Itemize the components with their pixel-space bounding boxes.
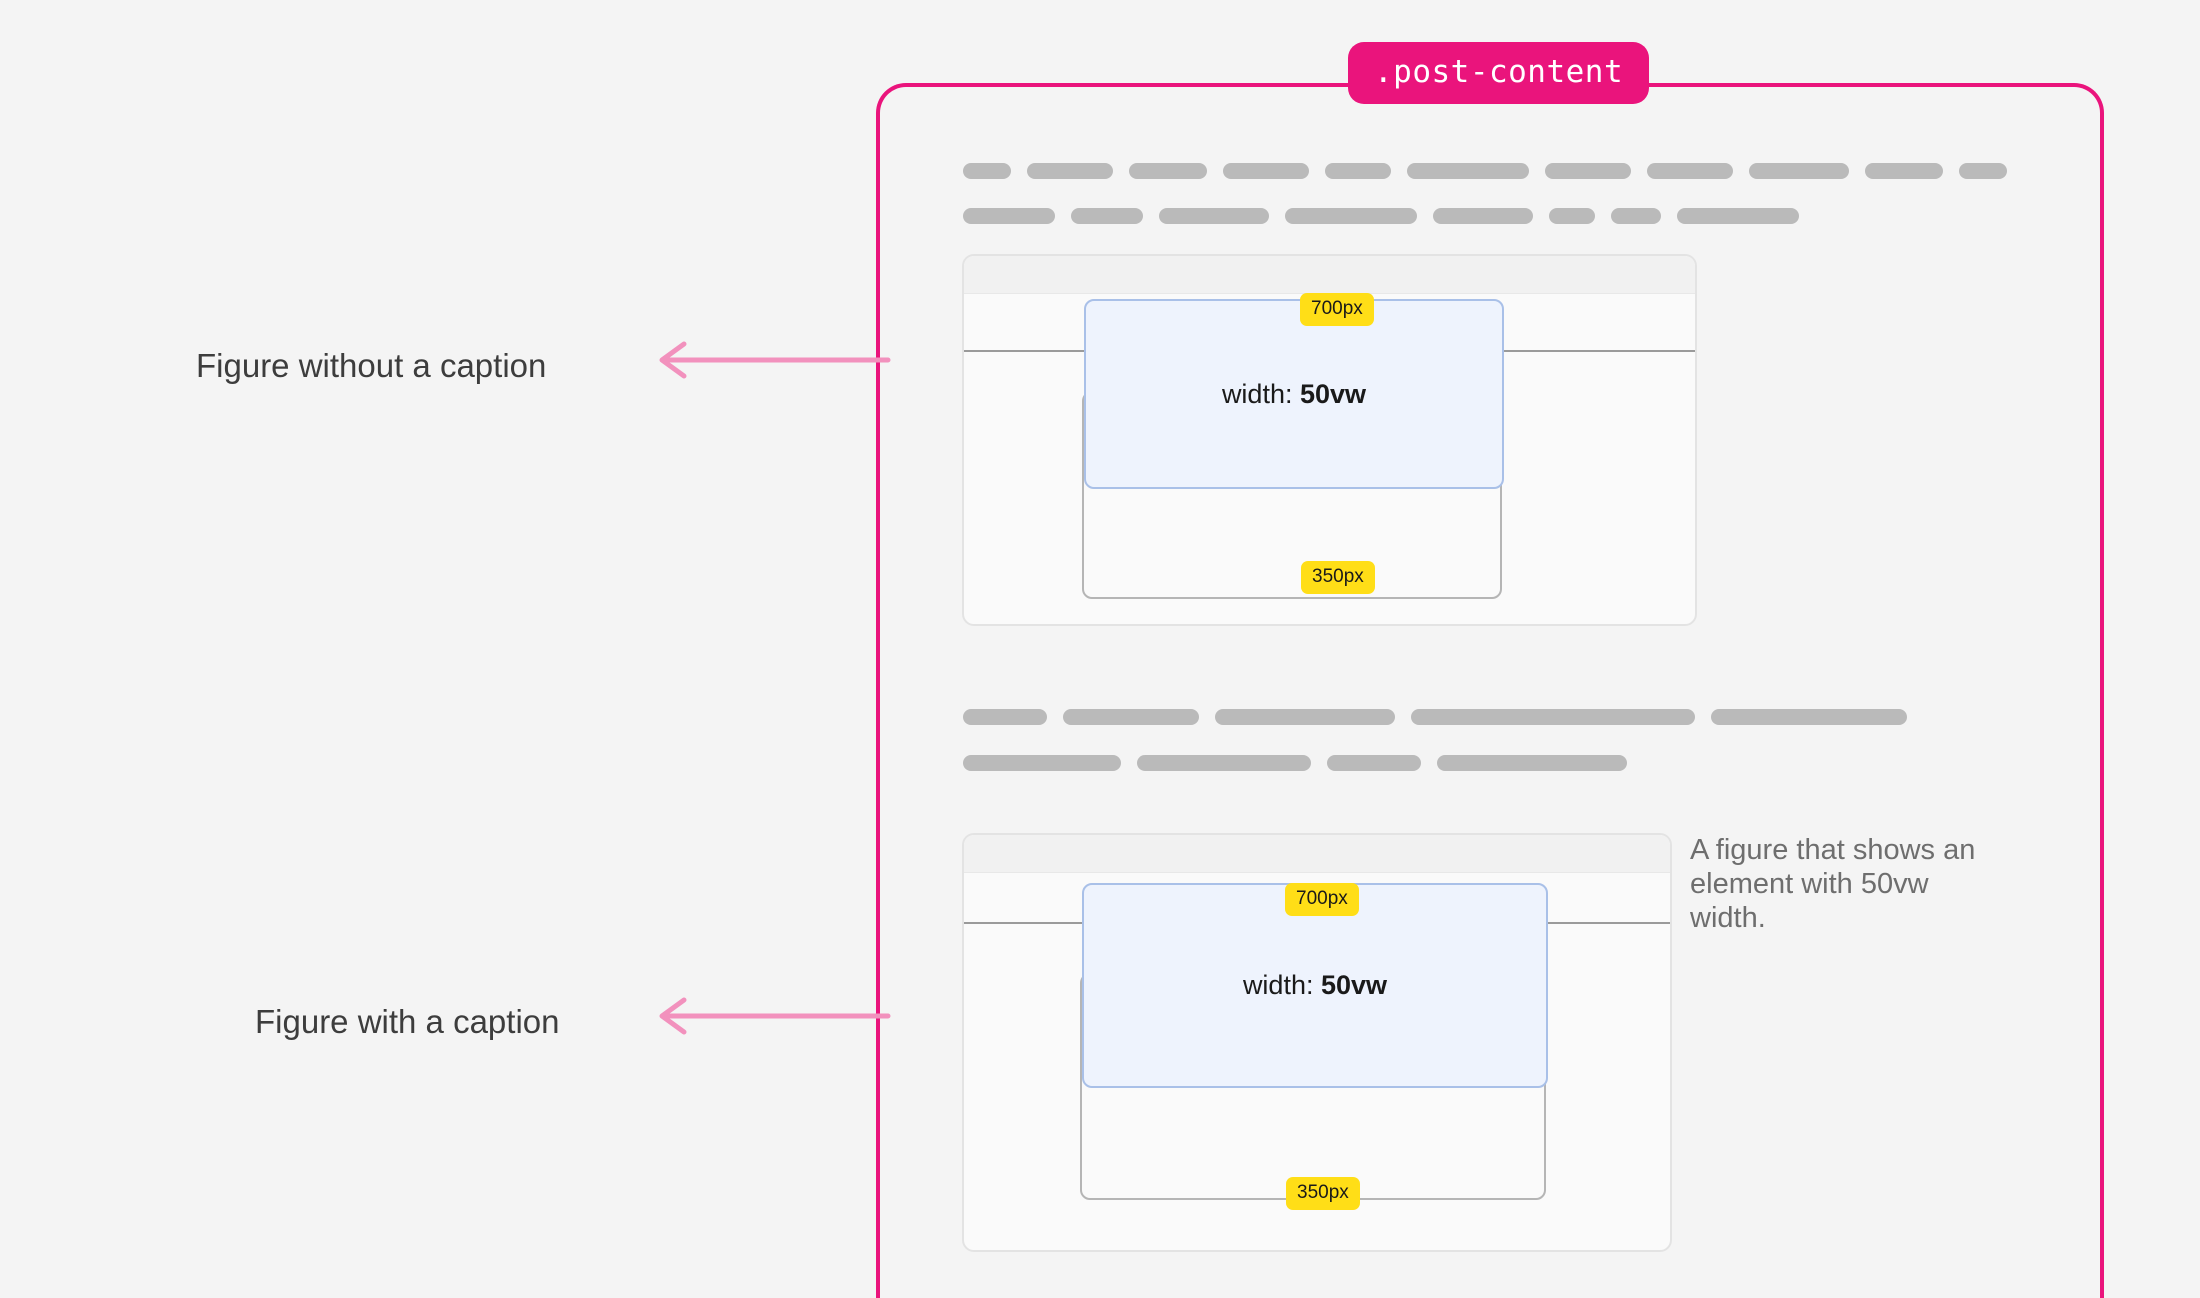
post-content-badge: .post-content: [1348, 42, 1650, 104]
figure-body: width: 50vw: [964, 294, 1695, 624]
skeleton-word: [1545, 163, 1631, 179]
skeleton-word: [1129, 163, 1207, 179]
skeleton-word: [1285, 208, 1417, 224]
skeleton-word: [963, 208, 1055, 224]
skeleton-word: [1159, 208, 1269, 224]
figure-caption-text: A figure that shows an element with 50vw…: [1690, 834, 1976, 935]
skeleton-word: [1411, 709, 1695, 725]
arrow-left-icon: [659, 341, 891, 379]
figure-topbar: [964, 256, 1695, 294]
width-badge-700px: 700px: [1285, 883, 1359, 916]
skeleton-word: [963, 709, 1047, 725]
skeleton-word: [1611, 208, 1661, 224]
skeleton-word: [1433, 208, 1533, 224]
annotation-label-figure-without-caption: Figure without a caption: [196, 347, 547, 384]
element-width-label: width: 50vw: [1221, 378, 1367, 409]
skeleton-line: [963, 163, 2023, 179]
skeleton-word: [1027, 163, 1113, 179]
height-badge-350px: 350px: [1286, 1177, 1360, 1210]
element-50vw-box: width: 50vw: [1084, 299, 1504, 489]
width-badge-700px: 700px: [1300, 293, 1374, 326]
skeleton-line: [963, 755, 1643, 771]
skeleton-line: [963, 709, 1923, 725]
element-width-label: width: 50vw: [1242, 970, 1388, 1000]
skeleton-word: [1325, 163, 1391, 179]
skeleton-line: [963, 208, 1815, 224]
skeleton-word: [1437, 755, 1627, 771]
skeleton-word: [1215, 709, 1395, 725]
skeleton-word: [1549, 208, 1595, 224]
skeleton-word: [1063, 709, 1199, 725]
annotation-label-figure-with-caption: Figure with a caption: [255, 1003, 560, 1040]
skeleton-word: [1137, 755, 1311, 771]
skeleton-word: [963, 163, 1011, 179]
skeleton-word: [1749, 163, 1849, 179]
skeleton-word: [963, 755, 1121, 771]
skeleton-word: [1327, 755, 1421, 771]
skeleton-word: [1071, 208, 1143, 224]
height-badge-350px: 350px: [1301, 561, 1375, 594]
skeleton-word: [1865, 163, 1943, 179]
figure-body: width: 50vw: [964, 873, 1670, 1250]
element-50vw-box: width: 50vw: [1082, 883, 1548, 1088]
skeleton-word: [1223, 163, 1309, 179]
skeleton-word: [1711, 709, 1907, 725]
skeleton-word: [1647, 163, 1733, 179]
skeleton-word: [1959, 163, 2007, 179]
figure-topbar: [964, 835, 1670, 873]
skeleton-word: [1677, 208, 1799, 224]
arrow-left-icon: [659, 997, 891, 1035]
skeleton-word: [1407, 163, 1529, 179]
